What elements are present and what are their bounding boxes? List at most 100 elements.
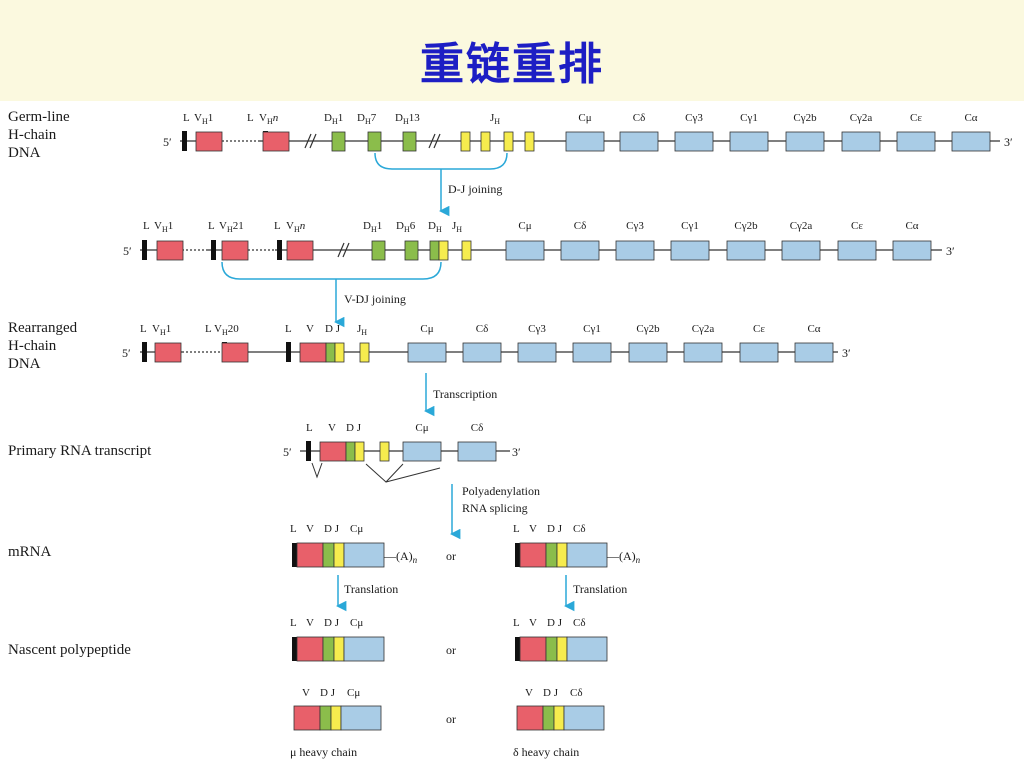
dj-label-c-gamma3: Cγ3 [626, 220, 644, 232]
rearranged-jh-segment [359, 342, 370, 363]
transcription-label: Transcription [433, 387, 497, 401]
dj-break [337, 242, 350, 258]
dj-label-c-gamma2b: Cγ2b [734, 220, 758, 232]
title-band [0, 0, 1024, 101]
germline-jh-segment-4 [524, 131, 535, 152]
poly-right-leader [515, 637, 520, 661]
germline-label-l2: L [247, 112, 254, 124]
dj-label-jh: JH [452, 220, 462, 234]
germline-label-l1: L [183, 112, 190, 124]
stage-label-rearranged-line3: DNA [8, 356, 41, 372]
germline-label-c-gamma2b: Cγ2b [793, 112, 817, 124]
dj-label-l1: L [143, 220, 150, 232]
dj-leader-n [277, 240, 282, 260]
primary-leader [306, 441, 311, 461]
mrna-left-d [322, 542, 335, 568]
germline-dh1-segment [331, 131, 346, 152]
dj-segment-labels: L VH1 L VH21 L VHn DH1 DH6 DH JH [143, 220, 462, 234]
dj-label-c-alpha: Cα [905, 220, 918, 232]
poly-left-c [343, 636, 385, 662]
dj-c-alpha [892, 240, 932, 261]
chain-left-c [340, 705, 382, 731]
slide-title: 重链重排 [420, 39, 604, 90]
rearranged-leader-vdj [286, 342, 291, 362]
poly-left-d [322, 636, 335, 662]
stage-label-germline: Germ-line H-chain DNA [8, 109, 70, 161]
rearranged-label-c-gamma2b: Cγ2b [636, 323, 660, 335]
dj-dj-d-segment [429, 240, 440, 261]
germline-break-1 [304, 133, 317, 149]
chain-right-c [563, 705, 605, 731]
germline-c-gamma1 [729, 131, 769, 152]
germline-jh-segment-1 [460, 131, 471, 152]
translation-connector-left: Translation [335, 575, 398, 612]
primary-transcript-row: 5′ 3′ L V D J Cμ Cδ [283, 422, 521, 483]
dj-dh1-segment [371, 240, 386, 261]
mrna-right-c [566, 542, 608, 568]
stage-label-rearranged-line1: Rearranged [8, 320, 78, 336]
poly-right-v [519, 636, 547, 662]
germline-label-c-alpha: Cα [964, 112, 977, 124]
chain-right-j [553, 705, 565, 731]
germline-constant-genes [565, 131, 991, 152]
translation-connector-right: Translation [563, 575, 627, 612]
poly-right-label-c: Cδ [573, 617, 586, 629]
dj-dj-j-segment [438, 240, 449, 261]
primary-labels: L V D J Cμ Cδ [306, 422, 483, 434]
dj-3prime: 3′ [946, 244, 955, 258]
chain-right-caption: δ heavy chain [513, 745, 579, 759]
germline-c-gamma2a [841, 131, 881, 152]
germline-label-c-gamma3: Cγ3 [685, 112, 703, 124]
chain-left-label-dj: D J [320, 687, 336, 699]
transcription-connector: Transcription [423, 373, 497, 417]
dj-vh1-segment [156, 240, 184, 261]
rearranged-label-l3: L [285, 323, 292, 335]
rna-splicing-label: RNA splicing [462, 501, 528, 515]
rearranged-vh20-segment [221, 342, 249, 363]
dj-joining-bracket [374, 152, 508, 170]
germline-constant-labels: Cμ Cδ Cγ3 Cγ1 Cγ2b Cγ2a Cε Cα [578, 112, 977, 124]
rearranged-c-gamma3 [517, 342, 557, 363]
rearranged-label-c-epsilon: Cε [753, 323, 765, 335]
dj-joining-label: D-J joining [448, 182, 502, 196]
poly-left-label-v: V [306, 617, 314, 629]
rearranged-label-l1: L [140, 323, 147, 335]
rearranged-label-jh: JH [357, 323, 367, 337]
mrna-right-polya-tail: —(A)n [606, 549, 641, 565]
dj-label-c-delta: Cδ [574, 220, 587, 232]
germline-c-gamma3 [674, 131, 714, 152]
poly-left-label-l: L [290, 617, 297, 629]
germline-row: 5′ 3′ L VH1 [163, 112, 1013, 152]
germline-segment-labels: L VH1 L VHn DH1 DH7 DH13 JH [183, 112, 500, 126]
poly-left-j [333, 636, 345, 662]
mrna-left-leader [292, 543, 297, 567]
stage-label-primary: Primary RNA transcript [8, 443, 152, 459]
germline-label-c-delta: Cδ [633, 112, 646, 124]
germline-dh7-segment [367, 131, 382, 152]
dj-label-dh1: DH1 [363, 220, 382, 234]
germline-c-alpha [951, 131, 991, 152]
dj-joining-connector: D-J joining [374, 152, 508, 217]
chain-right-label-v: V [525, 687, 533, 699]
primary-label-c-delta: Cδ [471, 422, 484, 434]
dj-label-vh1: VH1 [154, 220, 173, 234]
mrna-left-label-c: Cμ [350, 523, 363, 535]
dj-label-c-epsilon: Cε [851, 220, 863, 232]
dj-label-c-mu: Cμ [518, 220, 531, 232]
rearranged-c-gamma2a [683, 342, 723, 363]
rearranged-label-c-alpha: Cα [807, 323, 820, 335]
heavy-chain-left: V D J Cμ μ heavy chain [290, 687, 382, 759]
germline-c-delta [619, 131, 659, 152]
primary-j-segment [354, 441, 365, 462]
dj-vhn-segment [286, 240, 314, 261]
rearranged-label-c-gamma1: Cγ1 [583, 323, 601, 335]
poly-left-v [296, 636, 324, 662]
dj-c-gamma3 [615, 240, 655, 261]
primary-jh-segment [379, 441, 390, 462]
polypeptide-right: L V D J Cδ [513, 617, 608, 662]
germline-break-2 [428, 133, 441, 149]
dj-c-gamma2b [726, 240, 766, 261]
primary-label-c-mu: Cμ [415, 422, 428, 434]
germline-jh-segment-3 [503, 131, 514, 152]
rearranged-j-segment [334, 342, 345, 363]
